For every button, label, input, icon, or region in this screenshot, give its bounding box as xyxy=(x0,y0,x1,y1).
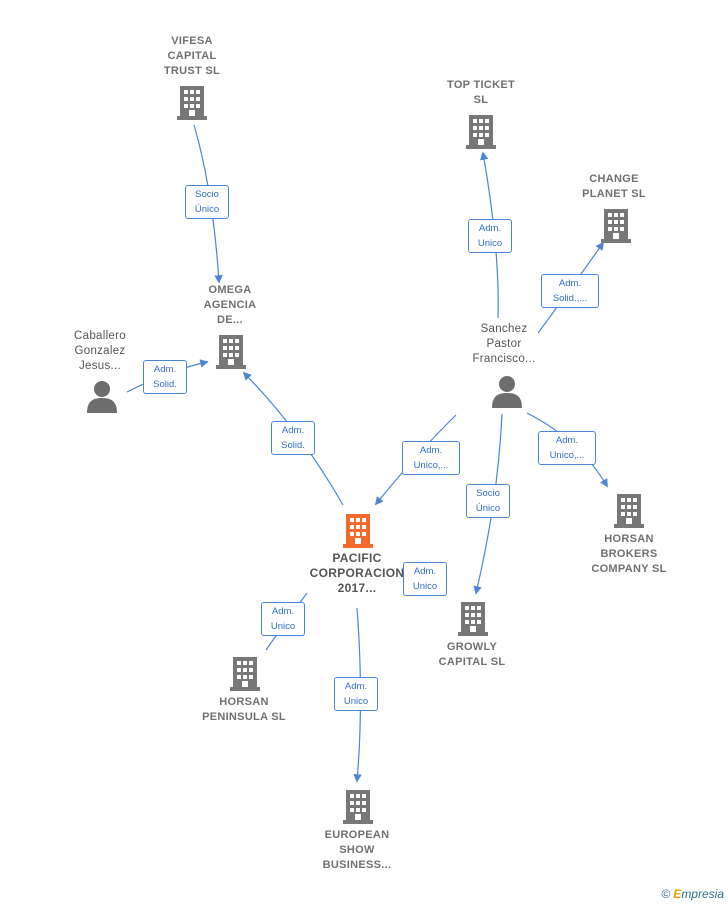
brand-initial: E xyxy=(673,887,682,901)
edge-badge-sanchez-horsanbrokers[interactable]: Adm. Unico,... xyxy=(538,431,596,465)
edge-badge-sanchez-change[interactable]: Adm. Solid.,... xyxy=(541,274,599,308)
node-label-caballero[interactable]: Caballero Gonzalez Jesus... xyxy=(74,330,126,372)
edge-badge-sanchez-topticket[interactable]: Adm. Unico xyxy=(468,219,512,253)
building-icon[interactable] xyxy=(177,86,207,120)
node-label-vifesa[interactable]: VIFESA CAPITAL TRUST SL xyxy=(163,35,221,77)
edge-badge-sanchez-growly[interactable]: Socio Único xyxy=(466,484,510,518)
edge-badge-caballero-omega[interactable]: Adm. Solid. xyxy=(143,360,187,394)
edge-badge-sanchez-pacific[interactable]: Adm. Unico,... xyxy=(402,441,460,475)
brand-name: mpresia xyxy=(681,887,724,901)
person-icon[interactable] xyxy=(87,381,117,413)
building-icon[interactable] xyxy=(458,602,488,636)
building-icon[interactable] xyxy=(466,115,496,149)
copyright-icon: © xyxy=(661,887,671,901)
node-label-top-ticket[interactable]: TOP TICKET SL xyxy=(447,79,515,106)
node-label-omega[interactable]: OMEGA AGENCIA DE... xyxy=(203,284,257,326)
building-icon[interactable] xyxy=(343,790,373,824)
building-icon[interactable] xyxy=(601,209,631,243)
person-icon[interactable] xyxy=(492,376,522,408)
node-label-change-planet[interactable]: CHANGE PLANET SL xyxy=(582,173,646,200)
node-label-horsan-brokers[interactable]: HORSAN BROKERS COMPANY SL xyxy=(591,533,667,575)
edge-badge-pacific-omega[interactable]: Adm. Solid. xyxy=(271,421,315,455)
building-icon[interactable] xyxy=(343,514,373,548)
building-icon[interactable] xyxy=(614,494,644,528)
edge-badge-pacific-european[interactable]: Adm. Unico xyxy=(334,677,378,711)
building-icon[interactable] xyxy=(230,657,260,691)
building-icon[interactable] xyxy=(216,335,246,369)
node-label-horsan-peninsula[interactable]: HORSAN PENINSULA SL xyxy=(202,696,286,723)
node-label-european[interactable]: EUROPEAN SHOW BUSINESS... xyxy=(322,829,392,871)
node-label-pacific[interactable]: PACIFIC CORPORACION 2017... xyxy=(309,551,405,595)
node-label-sanchez[interactable]: Sanchez Pastor Francisco... xyxy=(472,323,536,365)
footer-credit: ©Empresia xyxy=(661,887,724,901)
edge-badge-pacific-growly[interactable]: Adm. Unico xyxy=(403,562,447,596)
edge-badge-vifesa-omega[interactable]: Socio Único xyxy=(185,185,229,219)
node-label-growly[interactable]: GROWLY CAPITAL SL xyxy=(438,641,506,668)
edge-badge-pacific-horsanpen[interactable]: Adm. Unico xyxy=(261,602,305,636)
